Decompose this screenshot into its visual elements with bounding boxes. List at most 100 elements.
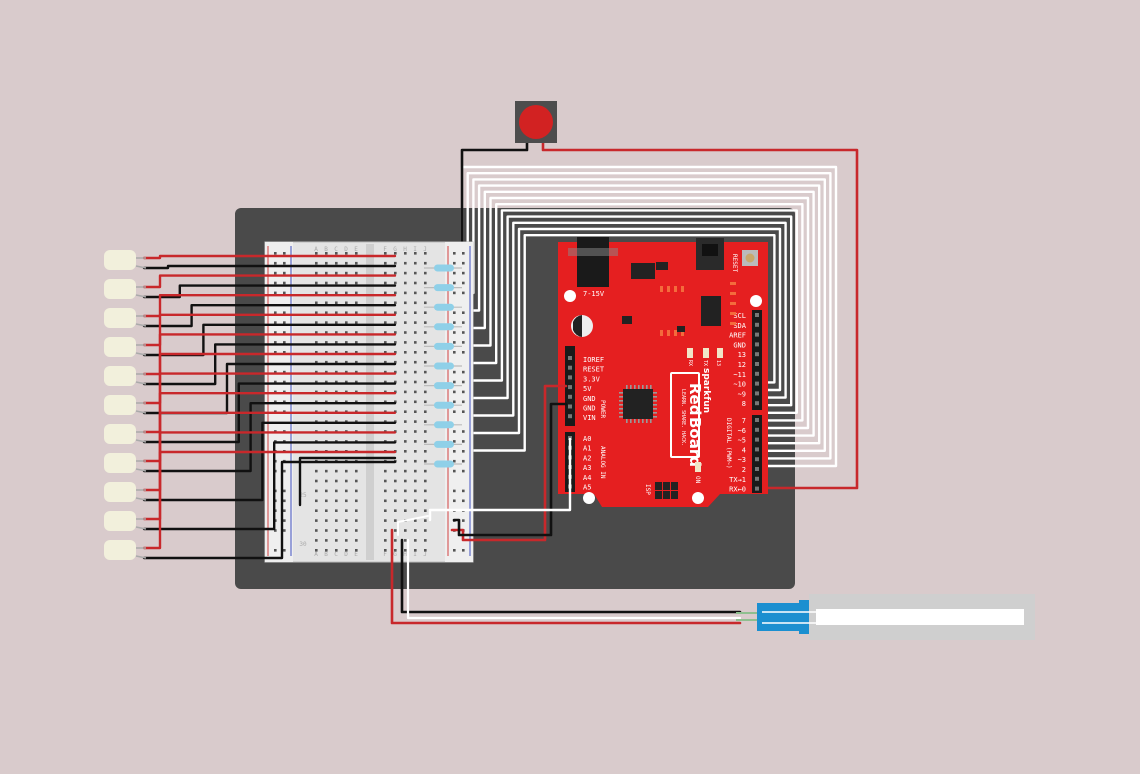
power-pin	[568, 394, 572, 399]
signal-wire-white	[428, 221, 787, 417]
breadboard-hole	[335, 360, 338, 364]
rail-hole	[283, 321, 286, 324]
rail-hole	[274, 281, 277, 285]
column-letter: E	[354, 246, 358, 253]
status-led	[687, 348, 693, 358]
breadboard-hole	[424, 459, 427, 463]
breadboard-hole	[404, 341, 407, 344]
breadboard-hole	[325, 469, 328, 473]
breadboard-hole	[414, 341, 417, 344]
digital-pin	[755, 362, 759, 366]
chip-pin	[634, 385, 636, 389]
rail-hole	[283, 519, 286, 522]
breadboard-hole	[424, 301, 427, 305]
breadboard-hole	[394, 549, 397, 552]
breadboard-hole	[414, 261, 417, 265]
rail-hole	[462, 271, 465, 275]
led-cathode-wire	[142, 264, 397, 270]
digital-pin-label: SCL	[733, 312, 746, 320]
breadboard-hole	[345, 311, 348, 314]
rail-hole	[453, 321, 456, 324]
rail-hole	[453, 370, 456, 374]
digital-pin-label: ~10	[733, 381, 746, 389]
breadboard-hole	[345, 321, 348, 324]
rail-hole	[274, 370, 277, 374]
breadboard-hole	[424, 261, 427, 265]
digital-pin-label: 8	[742, 400, 746, 408]
breadboard-hole	[355, 311, 358, 314]
breadboard-hole	[414, 351, 417, 354]
column-letter: C	[334, 551, 338, 558]
rail-hole	[462, 261, 465, 265]
breadboard-hole	[424, 509, 427, 512]
led-anode-wire	[142, 450, 397, 550]
analog-pin-label: A5	[583, 484, 591, 492]
column-letter: F	[383, 246, 387, 253]
breadboard-hole	[315, 271, 318, 275]
breadboard-hole	[404, 509, 407, 512]
breadboard-hole	[394, 301, 397, 305]
led-body	[104, 308, 136, 328]
rail-hole	[462, 331, 465, 334]
breadboard-hole	[355, 400, 358, 404]
power-pin	[568, 356, 572, 360]
breadboard-hole	[384, 261, 387, 265]
sensor-wire-black	[400, 538, 742, 614]
rail-hole	[453, 341, 456, 344]
breadboard-hole	[424, 489, 427, 493]
breadboard-hole	[335, 400, 338, 404]
breadboard-hole	[404, 291, 407, 295]
breadboard-hole	[394, 370, 397, 374]
on-label: ON	[694, 476, 701, 484]
resistor	[434, 460, 454, 468]
breadboard-hole	[414, 450, 417, 453]
smd-part	[730, 282, 736, 285]
led-body	[104, 424, 136, 444]
mounting-hole	[583, 492, 595, 504]
breadboard-hole	[394, 489, 397, 493]
breadboard-hole	[355, 509, 358, 512]
breadboard-hole	[355, 529, 358, 532]
breadboard-hole	[335, 479, 338, 483]
row-number: 25	[299, 492, 307, 499]
breadboard-hole	[414, 469, 417, 473]
rail-hole	[453, 440, 456, 443]
breadboard-hole	[404, 549, 407, 552]
digital-pin	[755, 437, 759, 442]
digital-pin-label: 13	[738, 351, 746, 359]
digital-pin	[755, 381, 759, 386]
led-lead	[135, 526, 147, 530]
breadboard-hole	[414, 311, 417, 314]
breadboard-hole	[315, 380, 318, 384]
breadboard-hole	[424, 311, 427, 314]
analog-pin-label: A0	[583, 435, 591, 443]
breadboard-hole	[394, 341, 397, 344]
breadboard-hole	[394, 479, 397, 483]
column-letter: A	[314, 246, 318, 253]
digital-pin-label: ~5	[738, 437, 746, 445]
digital-pin	[755, 457, 759, 462]
rail-hole	[453, 252, 456, 255]
rail-hole	[283, 271, 286, 275]
digital-pin-label: 4	[742, 446, 746, 454]
breadboard-hole	[384, 341, 387, 344]
breadboard-hole	[414, 370, 417, 374]
breadboard-hole	[394, 351, 397, 354]
breadboard-hole	[355, 380, 358, 384]
pushbutton-cap	[519, 105, 553, 139]
power-jack	[577, 237, 609, 287]
breadboard-hole	[355, 281, 358, 285]
rail-hole	[283, 311, 286, 314]
isp-pin	[671, 482, 678, 490]
smd-part	[667, 286, 670, 292]
breadboard-hole	[424, 380, 427, 384]
led	[104, 395, 147, 415]
breadboard-hole	[394, 499, 397, 503]
rail-hole	[283, 351, 286, 354]
chip-pin	[619, 404, 623, 406]
breadboard-hole	[345, 281, 348, 285]
rail-hole	[462, 341, 465, 344]
breadboard-hole	[384, 509, 387, 512]
breadboard-hole	[384, 370, 387, 374]
breadboard-hole	[394, 331, 397, 334]
